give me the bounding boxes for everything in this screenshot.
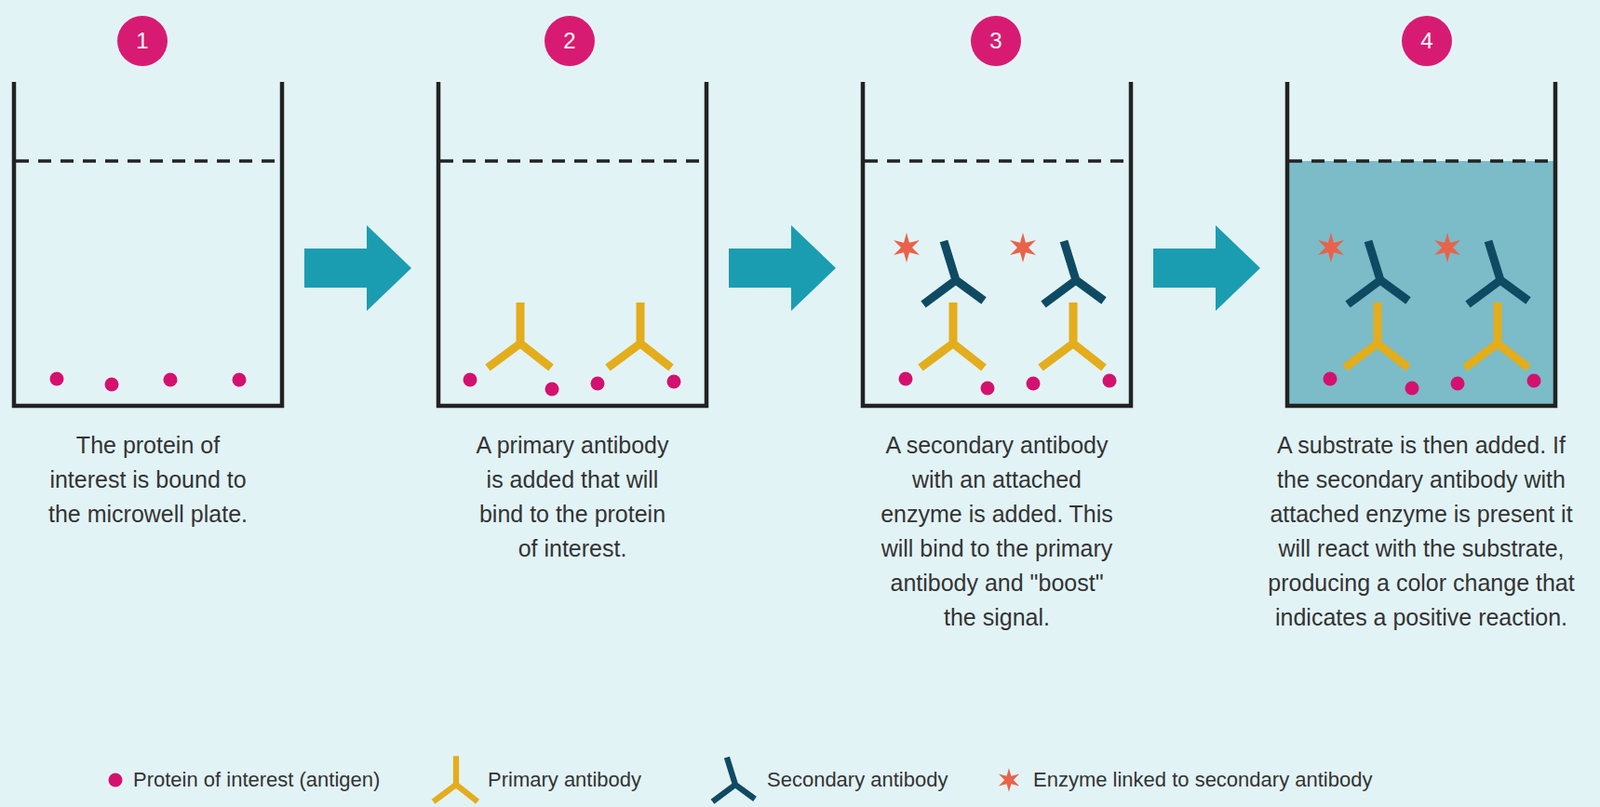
microwell-step: The protein of interest is bound to the … (13, 81, 283, 536)
antigen (163, 373, 178, 388)
enzyme-star (1009, 232, 1036, 263)
primary-antibody (1040, 302, 1104, 368)
enzyme-star (1434, 232, 1461, 263)
well-outline (13, 81, 283, 406)
secondary-antibody (1347, 241, 1409, 305)
block-arrow (304, 225, 412, 311)
microwell (438, 81, 707, 406)
step-number-circle: 3 (970, 15, 1022, 67)
legend-text: Enzyme linked to secondary antibody (1033, 766, 1372, 794)
step-number-circle: 4 (1401, 15, 1453, 67)
step-number-circle: 1 (117, 15, 168, 67)
step-number-circle: 2 (544, 15, 595, 67)
primary-antibody (920, 302, 984, 368)
primary-antibody (607, 302, 672, 368)
microwell (862, 81, 1131, 406)
well-outline (1287, 81, 1556, 406)
antigen (981, 381, 995, 396)
block-arrow (728, 225, 836, 311)
secondary-antibody (1467, 241, 1529, 305)
legend-primary-icon (433, 755, 479, 802)
block-arrow (1153, 225, 1261, 311)
microwell (1287, 81, 1556, 406)
microwell (13, 81, 283, 406)
antigen (591, 376, 606, 391)
antigen (50, 372, 65, 387)
caption-area: A primary antibody is added that will bi… (468, 428, 678, 566)
primary-antibody (1344, 302, 1409, 368)
primary-antibody (1465, 302, 1529, 368)
antigen (1527, 374, 1542, 389)
microwell-step: A primary antibody is added that will bi… (438, 81, 707, 570)
step-number: 3 (989, 29, 1002, 53)
legend-text: Primary antibody (487, 766, 642, 794)
microwell-step: A secondary antibody with an attached en… (862, 81, 1131, 639)
antigen (105, 377, 120, 392)
fill-line (864, 159, 1130, 163)
step-number: 1 (135, 29, 148, 53)
enzyme-star (893, 232, 920, 263)
primary-antibody (487, 302, 552, 368)
legend-text: Protein of interest (antigen) (133, 766, 380, 794)
legend-text: Secondary antibody (766, 766, 948, 794)
secondary-antibody (1043, 241, 1104, 305)
microwell-step: A substrate is then added. If the second… (1287, 81, 1556, 639)
antigen (667, 375, 682, 390)
antigen (232, 373, 247, 388)
step-caption: The protein of interest is bound to the … (48, 428, 249, 532)
antigen (1451, 376, 1466, 391)
well-outline (862, 81, 1131, 406)
antigen (1102, 374, 1117, 389)
caption-area: A secondary antibody with an attached en… (871, 428, 1123, 635)
step-caption: A substrate is then added. If the second… (1265, 428, 1578, 635)
step-number: 2 (563, 29, 576, 53)
step-caption: A secondary antibody with an attached en… (871, 428, 1123, 635)
legend-secondary-icon (712, 757, 756, 803)
antigen (1405, 381, 1420, 396)
secondary-antibody (923, 241, 984, 305)
antigen (1323, 372, 1338, 387)
substrate-fill (1287, 161, 1556, 406)
well-outline (438, 81, 707, 406)
fill-line (1289, 159, 1554, 163)
antigen (1026, 376, 1041, 391)
fill-line (15, 159, 281, 163)
antigen (545, 382, 560, 397)
enzyme-star (1317, 232, 1345, 263)
caption-area: The protein of interest is bound to the … (48, 428, 249, 532)
antigen (899, 372, 914, 387)
step-number: 4 (1420, 29, 1433, 53)
fill-line (440, 159, 705, 163)
caption-area: A substrate is then added. If the second… (1265, 428, 1578, 635)
legend-enzyme-icon (998, 767, 1020, 793)
antigen (463, 373, 478, 388)
step-caption: A primary antibody is added that will bi… (468, 428, 678, 566)
legend-antigen-icon (108, 773, 123, 788)
